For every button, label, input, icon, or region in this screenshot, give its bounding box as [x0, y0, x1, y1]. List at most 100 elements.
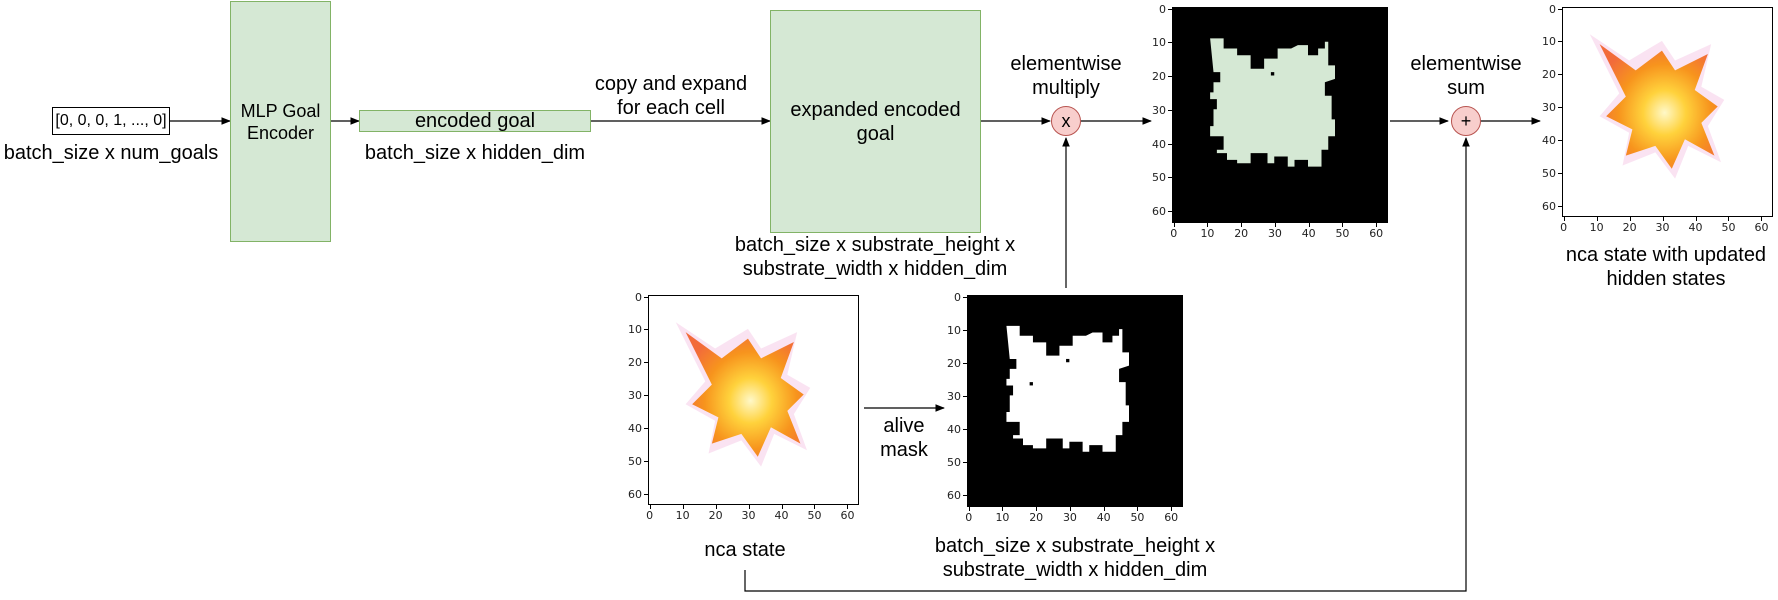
x-tick-mark — [1002, 507, 1004, 511]
x-tick-mark — [1207, 223, 1209, 227]
y-tick-mark — [963, 329, 967, 331]
output-state-image — [1562, 7, 1773, 217]
x-tick-label: 60 — [1754, 221, 1769, 234]
x-tick-mark — [1241, 223, 1243, 227]
x-tick-mark — [1069, 507, 1071, 511]
goal-vector-box: [0, 0, 0, 1, ..., 0] — [52, 107, 170, 135]
y-tick-label: 20 — [1152, 70, 1166, 84]
x-tick-label: 30 — [741, 509, 756, 522]
nca-explosion-shape — [675, 322, 811, 467]
encoded-goal-label: encoded goal — [414, 110, 536, 132]
output-explosion-shape — [1589, 34, 1725, 179]
x-tick-mark — [1629, 217, 1631, 221]
y-tick-label: 20 — [1542, 68, 1556, 82]
x-tick-label: 50 — [807, 509, 822, 522]
y-tick-label: 60 — [947, 489, 961, 503]
x-tick-mark — [1761, 217, 1763, 221]
x-tick-label: 0 — [965, 511, 973, 524]
x-tick-label: 10 — [1589, 221, 1604, 234]
y-tick-mark — [1558, 172, 1562, 174]
y-tick-mark — [644, 460, 648, 462]
x-tick-mark — [715, 505, 717, 509]
x-tick-mark — [1662, 217, 1664, 221]
y-tick-mark — [644, 329, 648, 331]
x-tick-label: 10 — [1200, 227, 1215, 240]
y-tick-label: 40 — [628, 421, 642, 435]
y-tick-label: 50 — [947, 456, 961, 470]
y-tick-mark — [1558, 74, 1562, 76]
sum-symbol: + — [1460, 111, 1472, 131]
x-tick-mark — [847, 505, 849, 509]
y-tick-mark — [963, 429, 967, 431]
x-tick-mark — [649, 505, 651, 509]
x-tick-label: 20 — [1029, 511, 1044, 524]
y-tick-mark — [644, 395, 648, 397]
multiply-symbol: x — [1061, 111, 1071, 131]
x-tick-mark — [1728, 217, 1730, 221]
x-tick-label: 0 — [646, 509, 654, 522]
x-tick-mark — [1695, 217, 1697, 221]
nca-state-image — [648, 295, 859, 505]
x-tick-label: 40 — [774, 509, 789, 522]
masked-goal-image — [1172, 7, 1388, 223]
y-tick-mark — [1168, 76, 1172, 78]
y-tick-label: 40 — [947, 423, 961, 437]
y-tick-label: 60 — [1542, 199, 1556, 213]
y-tick-mark — [963, 296, 967, 298]
y-tick-label: 40 — [1542, 133, 1556, 147]
y-tick-label: 10 — [947, 323, 961, 337]
nca-state-label: nca state — [704, 539, 786, 561]
y-tick-label: 50 — [1152, 171, 1166, 185]
y-tick-mark — [963, 362, 967, 364]
y-tick-mark — [1168, 143, 1172, 145]
alive-mask-shape — [1006, 325, 1129, 452]
y-tick-mark — [1558, 139, 1562, 141]
x-tick-mark — [1342, 223, 1344, 227]
y-tick-label: 20 — [628, 356, 642, 370]
y-tick-mark — [644, 493, 648, 495]
x-tick-mark — [781, 505, 783, 509]
x-tick-mark — [1308, 223, 1310, 227]
expanded-goal-shape-label: batch_size x substrate_height x substrat… — [734, 234, 1016, 280]
expand-label: copy and expand for each cell — [594, 73, 748, 119]
y-tick-label: 0 — [1159, 2, 1166, 16]
arrow-state-to-sum — [744, 137, 1470, 592]
x-tick-label: 40 — [1096, 511, 1111, 524]
y-tick-label: 10 — [1542, 35, 1556, 49]
output-label: nca state with updated hidden states — [1565, 244, 1767, 290]
y-tick-label: 60 — [1152, 205, 1166, 219]
x-tick-label: 50 — [1335, 227, 1350, 240]
y-tick-mark — [1168, 42, 1172, 44]
x-tick-mark — [1137, 507, 1139, 511]
x-tick-mark — [1171, 507, 1173, 511]
y-tick-mark — [1168, 109, 1172, 111]
y-tick-label: 30 — [947, 390, 961, 404]
y-tick-label: 30 — [1152, 103, 1166, 117]
x-tick-label: 60 — [840, 509, 855, 522]
goal-vector-shape-label: batch_size x num_goals — [3, 142, 219, 164]
x-tick-label: 60 — [1369, 227, 1384, 240]
x-tick-label: 10 — [675, 509, 690, 522]
x-tick-label: 30 — [1062, 511, 1077, 524]
y-tick-label: 60 — [628, 487, 642, 501]
x-tick-mark — [748, 505, 750, 509]
y-tick-mark — [1168, 211, 1172, 213]
x-tick-label: 10 — [995, 511, 1010, 524]
y-tick-label: 30 — [1542, 101, 1556, 115]
x-tick-mark — [1036, 507, 1038, 511]
x-tick-label: 40 — [1688, 221, 1703, 234]
x-tick-label: 0 — [1170, 227, 1178, 240]
y-tick-label: 20 — [947, 356, 961, 370]
y-tick-label: 40 — [1152, 137, 1166, 151]
multiply-operator: x — [1051, 106, 1081, 136]
y-tick-mark — [1558, 41, 1562, 43]
y-tick-mark — [1558, 205, 1562, 207]
x-tick-label: 20 — [1622, 221, 1637, 234]
y-tick-mark — [1558, 107, 1562, 109]
x-tick-label: 20 — [708, 509, 723, 522]
x-tick-mark — [1103, 507, 1105, 511]
y-tick-label: 50 — [1542, 166, 1556, 180]
y-tick-mark — [644, 427, 648, 429]
